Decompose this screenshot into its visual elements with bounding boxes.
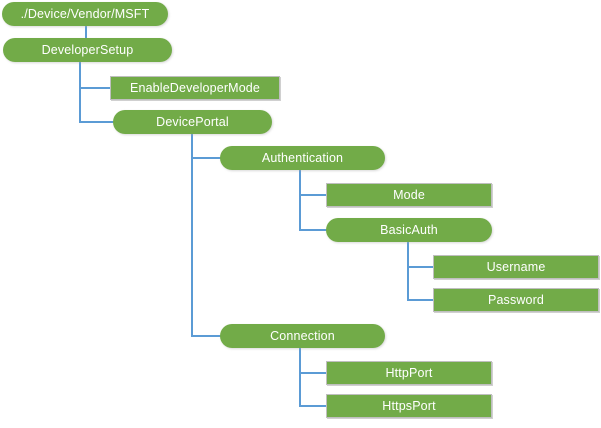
node-password[interactable]: Password <box>433 288 599 312</box>
node-label-authentication: Authentication <box>261 150 344 165</box>
connector-connection-to-httpsport <box>299 347 327 407</box>
node-label-enabledevelopermode: EnableDeveloperMode <box>129 80 261 95</box>
connector-deviceportal-to-connection <box>191 133 221 337</box>
node-label-connection: Connection <box>270 328 335 343</box>
node-label-root: ./Device/Vendor/MSFT <box>20 6 150 21</box>
node-label-username: Username <box>486 259 546 274</box>
connector-basicauth-to-username <box>407 241 434 268</box>
node-label-httpsport: HttpsPort <box>382 398 436 413</box>
node-deviceportal[interactable]: DevicePortal <box>113 110 272 134</box>
node-authentication[interactable]: Authentication <box>220 146 385 170</box>
node-connection[interactable]: Connection <box>220 324 385 348</box>
node-username[interactable]: Username <box>433 255 599 279</box>
node-label-mode: Mode <box>393 187 425 202</box>
node-enabledevelopermode[interactable]: EnableDeveloperMode <box>110 76 280 100</box>
connector-basicauth-to-password <box>407 241 434 301</box>
connector-deviceportal-to-authentication <box>191 133 221 159</box>
connector-developersetup-to-deviceportal <box>79 61 114 123</box>
node-mode[interactable]: Mode <box>326 183 492 207</box>
connector-authentication-to-basicauth <box>299 169 327 231</box>
node-label-deviceportal: DevicePortal <box>156 114 229 129</box>
node-httpsport[interactable]: HttpsPort <box>326 394 492 418</box>
node-label-basicauth: BasicAuth <box>380 222 438 237</box>
node-label-developersetup: DeveloperSetup <box>41 42 134 57</box>
node-root[interactable]: ./Device/Vendor/MSFT <box>2 2 168 26</box>
connector-authentication-to-mode <box>299 169 327 196</box>
node-label-httpport: HttpPort <box>385 365 433 380</box>
node-label-password: Password <box>487 292 545 307</box>
node-developersetup[interactable]: DeveloperSetup <box>3 38 172 62</box>
connector-developersetup-to-enabledevelopermode <box>79 61 111 89</box>
node-httpport[interactable]: HttpPort <box>326 361 492 385</box>
node-basicauth[interactable]: BasicAuth <box>326 218 492 242</box>
connector-connection-to-httpport <box>299 347 327 374</box>
